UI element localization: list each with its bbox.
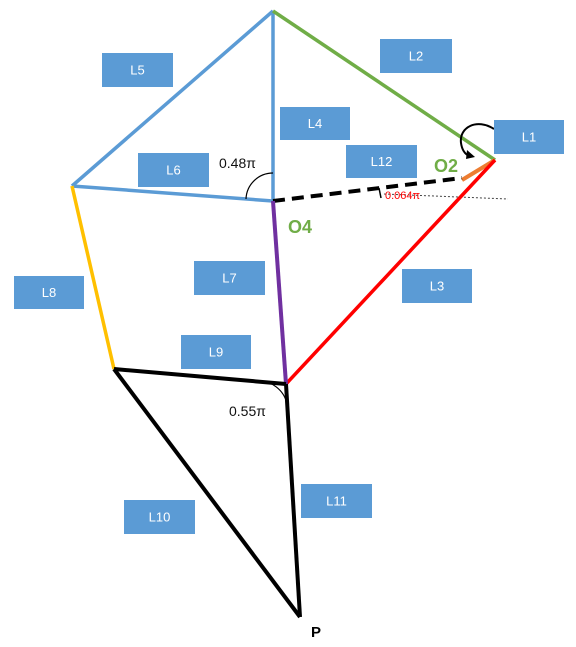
svg-text:L4: L4 [308,116,322,131]
link-l2 [272,9,496,162]
svg-text:L3: L3 [430,279,444,294]
angle-label-bottom: 0.55π [229,403,266,419]
label-l5: L5 [102,53,173,87]
link-l8 [70,185,116,370]
svg-text:L8: L8 [42,285,56,300]
link-l7 [271,200,288,385]
joint-label-o4: O4 [288,217,312,237]
angle-label-top: 0.48π [219,155,256,171]
label-l4: L4 [280,107,350,140]
label-l2: L2 [380,39,452,73]
link-l12 [272,176,463,203]
svg-text:L2: L2 [409,49,423,64]
svg-text:L11: L11 [326,494,347,509]
link-l3 [284,158,497,386]
label-l12: L12 [346,145,417,178]
rotation-arrow-icon [459,123,495,157]
rotation-arrowhead-icon [466,150,475,159]
label-l7: L7 [194,261,265,295]
svg-text:L9: L9 [209,345,223,360]
svg-text:L7: L7 [222,271,236,286]
label-l11: L11 [301,484,372,518]
svg-text:L12: L12 [371,154,393,169]
link-l6 [71,184,274,203]
point-label-p: P [311,624,321,641]
angle-arc-top [245,172,274,200]
svg-text:L10: L10 [149,510,171,525]
svg-text:L1: L1 [522,130,536,145]
link-l11 [284,383,302,618]
ground-reference-line [383,193,509,200]
angle-label-ground: 0.064π [385,190,421,202]
label-l10: L10 [124,500,195,534]
label-l6: L6 [138,153,209,187]
link-l5 [70,9,275,188]
joint-label-o2: O2 [434,156,458,176]
svg-text:L5: L5 [130,63,144,78]
link-l9 [113,367,287,386]
label-l8: L8 [14,276,84,309]
svg-text:L6: L6 [166,163,180,178]
link-l10 [112,367,302,619]
angle-arc-bottom [256,380,288,405]
label-l1: L1 [494,120,564,154]
label-l9: L9 [181,335,251,369]
label-l3: L3 [402,269,472,303]
angle-arc-ground [378,187,382,199]
